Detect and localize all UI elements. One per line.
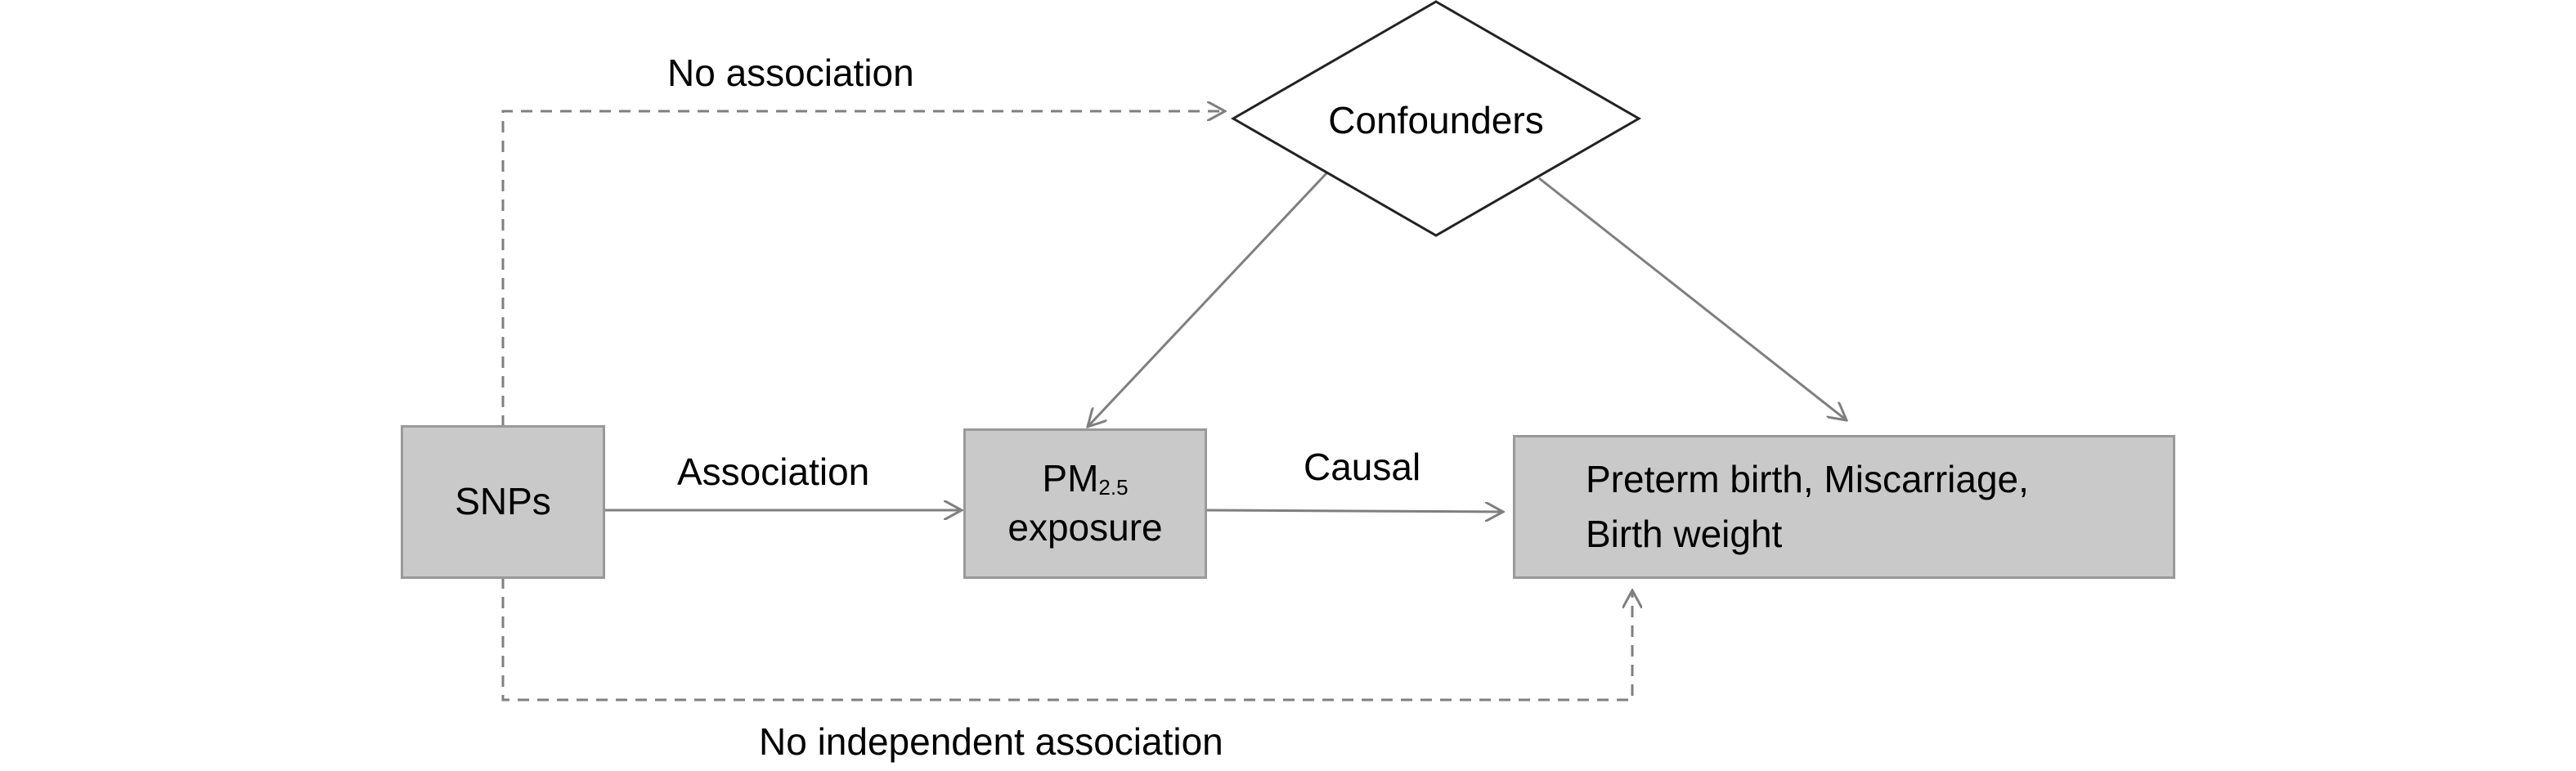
- edge-snps-to-outcome: [501, 577, 1632, 702]
- no-association-label: No association: [667, 52, 914, 94]
- outcome-line-2: Birth weight: [1586, 513, 1783, 555]
- association-label: Association: [677, 450, 870, 493]
- outcome-box: Preterm birth, Miscarriage, Birth weight: [1513, 435, 2175, 579]
- no-independent-association-label: No independent association: [759, 720, 1223, 763]
- edge-pm-to-outcome: [1205, 510, 1503, 512]
- causal-label: Causal: [1304, 446, 1421, 488]
- snps-label: SNPs: [455, 480, 551, 523]
- outcome-line-1: Preterm birth, Miscarriage,: [1586, 458, 2029, 501]
- edge-confounders-to-outcome: [1538, 177, 1847, 420]
- edge-confounders-to-pm: [1088, 172, 1328, 427]
- confounders-label: Confounders: [1328, 99, 1544, 141]
- pm25-label: PM2.5: [1042, 457, 1129, 500]
- pm25-label-group: PM2.5 exposure: [1008, 455, 1162, 553]
- edge-snps-to-confounders: [501, 111, 1225, 427]
- confounders-diamond: [1230, 0, 1642, 237]
- exposure-label: exposure: [1008, 506, 1163, 549]
- pm25-subscript: 2.5: [1098, 475, 1129, 500]
- snps-box: SNPs: [401, 425, 605, 579]
- pm25-exposure-box: PM2.5 exposure: [963, 428, 1207, 579]
- outcome-label-group: Preterm birth, Miscarriage, Birth weight: [1586, 452, 2029, 561]
